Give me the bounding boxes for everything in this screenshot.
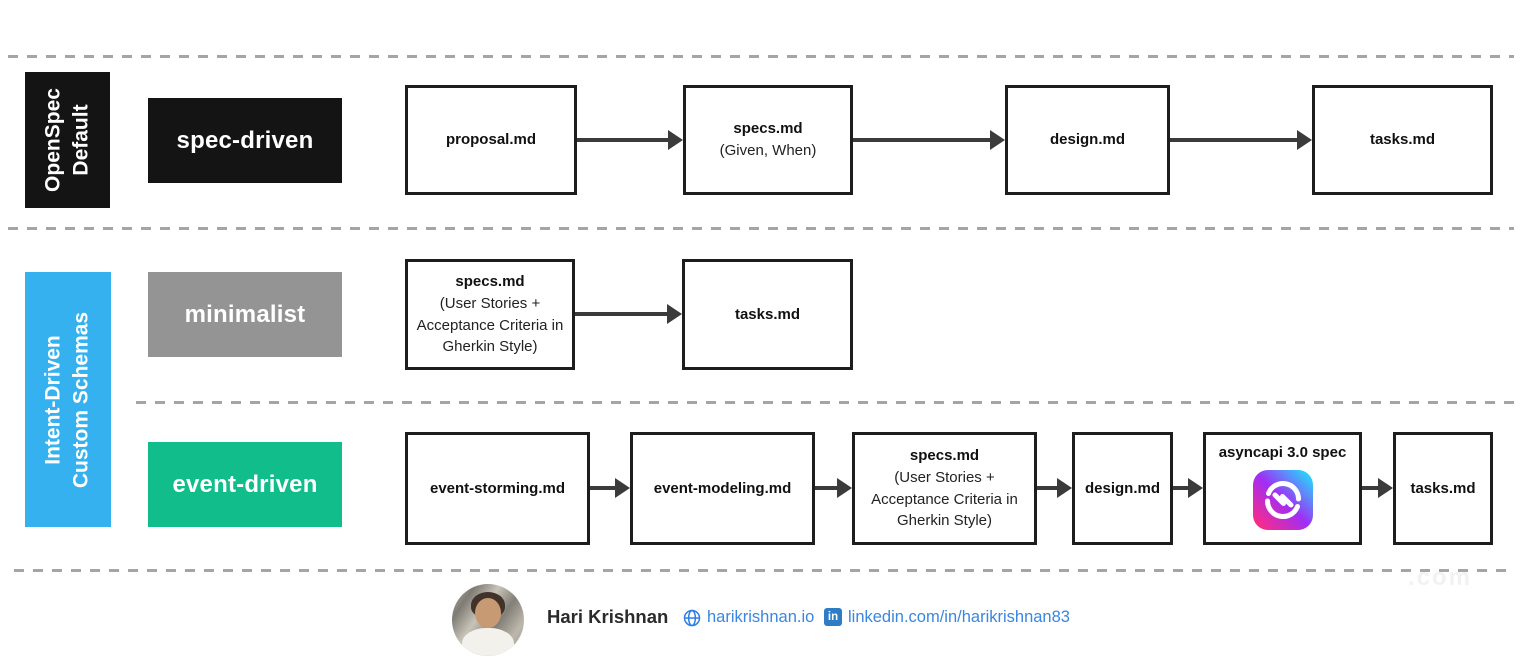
flow-arrow: [1037, 478, 1072, 498]
flow-arrow: [577, 130, 683, 150]
flow-box-subtitle: (User Stories + Acceptance Criteria in G…: [871, 468, 1018, 530]
group-label-intent-driven-custom-schemas: Intent-Driven Custom Schemas: [25, 272, 111, 527]
flow-box-design-md-event-driven: design.md: [1072, 432, 1173, 545]
flow-box-title: design.md: [1084, 479, 1160, 497]
flow-box-subtitle: (Given, When): [719, 142, 817, 159]
flow-box-event-modeling-md: event-modeling.md: [630, 432, 815, 545]
flow-box-title: asyncapi 3.0 spec: [1218, 444, 1347, 461]
flow-arrow: [575, 304, 682, 324]
flow-box-title: specs.md: [733, 120, 803, 138]
flow-box-design-md-row1: design.md: [1005, 85, 1170, 195]
flow-box-proposal-md: proposal.md: [405, 85, 577, 195]
flow-box-specs-md-given-when: specs.md (Given, When): [683, 85, 853, 195]
arrowhead-icon: [668, 130, 683, 150]
flow-box-specs-md-event-driven: specs.md (User Stories + Acceptance Crit…: [852, 432, 1037, 545]
author-name: Hari Krishnan: [547, 606, 669, 627]
flow-box-subtitle: (User Stories + Acceptance Criteria in G…: [416, 294, 564, 356]
group-label-openspec-default-text: OpenSpec Default: [41, 88, 93, 192]
watermark: .com: [1408, 564, 1473, 591]
arrowhead-icon: [667, 304, 682, 324]
flow-box-title: event-modeling.md: [653, 479, 792, 497]
flow-arrow: [590, 478, 630, 498]
flow-box-tasks-md-row1: tasks.md: [1312, 85, 1493, 195]
flow-arrow: [1362, 478, 1393, 498]
flow-box-tasks-md-event-driven: tasks.md: [1393, 432, 1493, 545]
flow-box-title: proposal.md: [445, 131, 536, 149]
avatar-face: [475, 598, 501, 628]
globe-icon: [683, 609, 701, 627]
arrowhead-icon: [615, 478, 630, 498]
linkedin-icon: in: [824, 608, 842, 626]
flow-box-title: specs.md: [455, 273, 525, 290]
group-label-intent-driven-text: Intent-Driven Custom Schemas: [41, 311, 93, 488]
arrowhead-icon: [837, 478, 852, 498]
flow-box-title: tasks.md: [1410, 479, 1476, 497]
arrowhead-icon: [1188, 478, 1203, 498]
flow-box-event-storming-md: event-storming.md: [405, 432, 590, 545]
flow-arrow: [1170, 130, 1312, 150]
flow-box-title: event-storming.md: [429, 479, 565, 497]
flow-arrow: [815, 478, 852, 498]
flow-box-title: specs.md: [909, 447, 980, 464]
linkedin-link[interactable]: linkedin.com/in/harikrishnan83: [848, 608, 1070, 626]
schema-badge-spec-driven: spec-driven: [148, 98, 342, 183]
flow-box-asyncapi-spec: asyncapi 3.0 spec: [1203, 432, 1362, 545]
asyncapi-icon: [1252, 469, 1313, 530]
avatar-shirt: [462, 628, 514, 656]
flow-arrow: [1173, 478, 1203, 498]
flow-arrow: [853, 130, 1005, 150]
schema-badge-minimalist: minimalist: [148, 272, 342, 357]
schema-badge-event-driven: event-driven: [148, 442, 342, 527]
avatar: [452, 584, 524, 656]
arrowhead-icon: [1057, 478, 1072, 498]
flow-box-title: tasks.md: [734, 305, 801, 323]
flow-box-specs-md-minimalist: specs.md (User Stories + Acceptance Crit…: [405, 259, 575, 370]
arrowhead-icon: [1378, 478, 1393, 498]
website-link[interactable]: harikrishnan.io: [707, 608, 815, 626]
dashed-separator-top: [8, 55, 1514, 58]
dashed-separator-bottom: [14, 569, 1514, 572]
arrowhead-icon: [1297, 130, 1312, 150]
arrowhead-icon: [990, 130, 1005, 150]
flow-box-title: tasks.md: [1369, 131, 1436, 149]
group-label-openspec-default: OpenSpec Default: [25, 72, 110, 208]
flow-box-title: design.md: [1049, 131, 1125, 149]
dashed-separator-row1: [8, 227, 1514, 230]
dashed-separator-row2: [136, 401, 1522, 404]
flow-box-tasks-md-minimalist: tasks.md: [682, 259, 853, 370]
